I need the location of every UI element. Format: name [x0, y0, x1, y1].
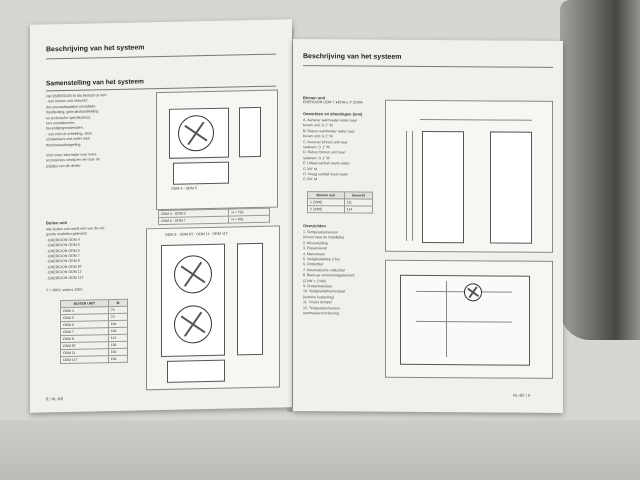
- outdoor-unit-small-figure: ODM 4 - ODM 5: [156, 89, 278, 211]
- unit-large-front-drawing: [161, 243, 225, 357]
- fan-icon: [178, 114, 214, 152]
- fig1-caption: ODM 4 - ODM 5: [171, 186, 197, 191]
- overview-list: 1. Temperatuursensor (nivour naar de ins…: [303, 230, 355, 316]
- unit-large-side-drawing: [237, 242, 263, 356]
- voltage-note: T = 400V, anders 230V: [46, 287, 83, 293]
- fig2-caption: ODM 8 - ODM 8T - ODM 11 - ODM 11T: [165, 231, 228, 237]
- right-page: Beschrijving van het systeem Binnen unit…: [293, 39, 563, 413]
- intro-text: Het ENERGION M dat bestaat uit een: - ee…: [46, 93, 108, 169]
- indoor-unit-front-drawing: [422, 130, 464, 244]
- unit-side-drawing: [239, 106, 261, 158]
- outdoor-unit-large-figure: ODM 8 - ODM 8T - ODM 11 - ODM 11T: [146, 225, 280, 391]
- pump-icon: [464, 283, 482, 302]
- indoor-unit-figure: [385, 99, 553, 253]
- plastic-bag: [560, 0, 640, 340]
- unit-top-drawing: [173, 161, 229, 185]
- right-page-header: Beschrijving van het systeem: [303, 53, 402, 61]
- header-rule: [46, 53, 276, 60]
- outdoor-models-list: Alle buiten unit wordt een van de vol- g…: [46, 226, 105, 281]
- left-page-number: 8 | NL-BE: [46, 396, 64, 402]
- section-title: Samenstelling van het systeem: [46, 78, 144, 88]
- connections-list: A. Aanvoer warmwater water naar boven un…: [303, 118, 358, 182]
- table-surface: [0, 420, 640, 480]
- unit-front-drawing: [169, 107, 229, 159]
- indoor-unit-side-drawing: [490, 131, 532, 244]
- unit-large-top-drawing: [167, 359, 225, 383]
- header-rule: [303, 65, 553, 68]
- dims-title: Gewichten en afmetingen (mm): [303, 111, 363, 117]
- fan-icon: [174, 254, 212, 294]
- hydraulic-schematic-figure: [385, 259, 553, 379]
- left-page-header: Beschrijving van het systeem: [46, 44, 145, 54]
- indoor-subtitle: ENERGION ODM 7 ●ENH-L-T ZONA: [303, 100, 363, 105]
- right-page-number: NL-BE | 9: [513, 392, 531, 398]
- outdoor-title: Buiten unit: [46, 219, 67, 226]
- left-page: Beschrijving van het systeem Samenstelli…: [30, 19, 292, 413]
- overview-title: Overzichten: [303, 223, 326, 229]
- fan-icon: [174, 304, 212, 344]
